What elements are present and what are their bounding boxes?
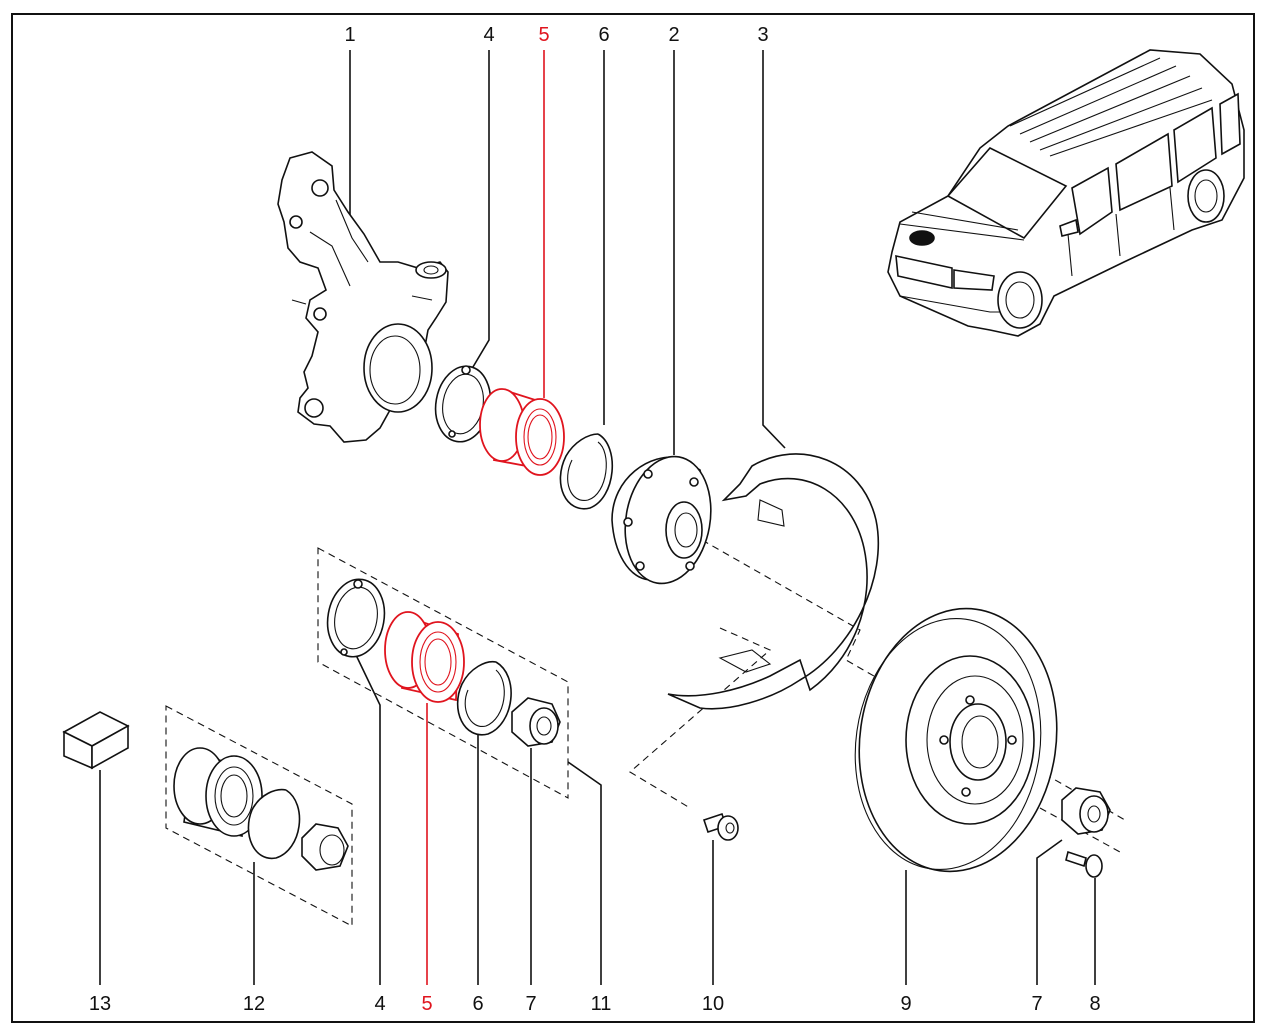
screw-10 <box>702 812 739 841</box>
callout-7-bottom-left: 7 <box>525 993 536 1015</box>
callout-5-bottom: 5 <box>421 993 432 1015</box>
bearing-kit-12 <box>173 747 349 871</box>
callout-6-bottom: 6 <box>472 993 483 1015</box>
callout-9-bottom: 9 <box>900 993 911 1015</box>
callout-5-top: 5 <box>538 24 549 46</box>
dust-shield <box>667 453 880 710</box>
callout-6-top: 6 <box>598 24 609 46</box>
callout-7-bottom-right: 7 <box>1031 993 1042 1015</box>
callout-3-top: 3 <box>757 24 768 46</box>
hub-nut-kit <box>511 697 561 747</box>
callout-8-bottom: 8 <box>1089 993 1100 1015</box>
snap-ring-top <box>559 433 614 510</box>
vehicle-illustration <box>887 49 1245 337</box>
steering-knuckle <box>277 151 449 443</box>
brake-disc <box>854 607 1058 873</box>
callout-11-bottom: 11 <box>591 993 612 1015</box>
circlip-kit <box>326 578 386 658</box>
wheel-hub <box>611 455 712 585</box>
callout-10-bottom: 10 <box>702 993 724 1015</box>
hub-nut-right <box>1061 787 1111 835</box>
wheel-bearing-top <box>479 388 565 476</box>
callout-2-top: 2 <box>668 24 679 46</box>
snap-ring-kit <box>456 660 512 736</box>
leader-lines <box>99 50 1096 985</box>
wheel-bearing-kit <box>384 611 465 703</box>
callout-4-top: 4 <box>483 24 494 46</box>
callout-12-bottom: 12 <box>243 993 265 1015</box>
callout-13-bottom: 13 <box>89 993 111 1015</box>
diagram-frame <box>11 13 1255 1023</box>
bolt-8 <box>1065 850 1103 878</box>
callout-1-top: 1 <box>344 24 355 46</box>
grease-block <box>62 711 130 770</box>
callout-4-bottom: 4 <box>374 993 385 1015</box>
